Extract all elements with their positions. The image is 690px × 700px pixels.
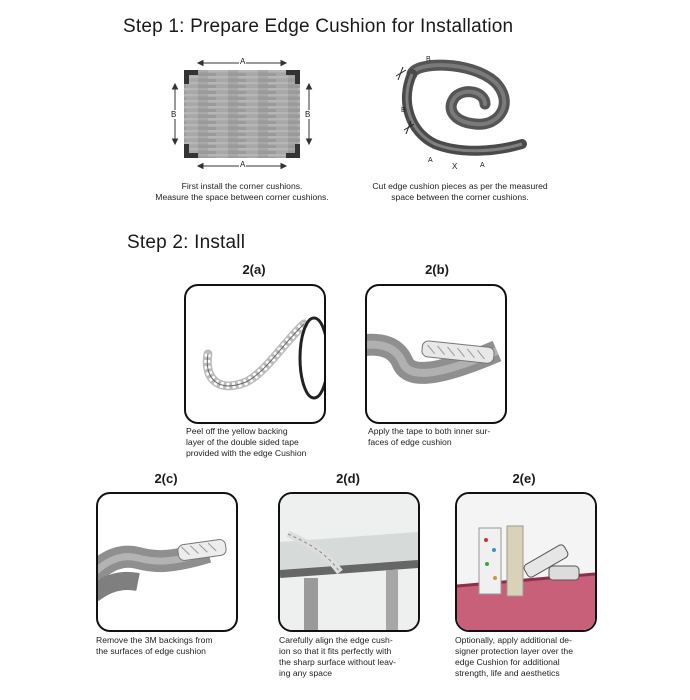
step-2e-caption-line: strength, life and aesthetics: [455, 668, 560, 678]
step-label-2b: 2(b): [425, 262, 449, 277]
dim-label-top: A: [239, 57, 247, 66]
step-2d-image: [278, 492, 420, 632]
step-2d-caption-line: ion so that it fits perfectly with: [279, 646, 392, 656]
step-2c-caption: Remove the 3M backings from the surfaces…: [96, 635, 236, 657]
figA-caption-line: First install the corner cushions.: [181, 181, 303, 191]
step-2b-caption: Apply the tape to both inner sur- faces …: [368, 426, 508, 448]
step-2b-caption-line: Apply the tape to both inner sur-: [368, 426, 491, 436]
step-2a-caption-line: layer of the double sided tape: [186, 437, 299, 447]
step-2b-caption-line: faces of edge cushion: [368, 437, 452, 447]
figB-caption-line: Cut edge cushion pieces as per the measu…: [372, 181, 548, 191]
step-2c-caption-line: Remove the 3M backings from: [96, 635, 213, 645]
step-label-2c: 2(c): [154, 471, 178, 486]
step-2e-image: [455, 492, 597, 632]
step-label-2d: 2(d): [336, 471, 360, 486]
step-2d-caption-line: ing any space: [279, 668, 333, 678]
step-2a-caption: Peel off the yellow backing layer of the…: [186, 426, 326, 459]
step-label-2a: 2(a): [242, 262, 266, 277]
step-2e-caption-line: signer protection layer over the: [455, 646, 573, 656]
step-2a-caption-line: provided with the edge Cushion: [186, 448, 307, 458]
cut-label-b2: B: [401, 107, 406, 114]
figB-caption: Cut edge cushion pieces as per the measu…: [360, 181, 560, 203]
figA-caption-line: Measure the space between corner cushion…: [155, 192, 329, 202]
cut-label-a2: A: [480, 162, 485, 169]
step2-title: Step 2: Install: [127, 232, 246, 253]
step-2d-caption: Carefully align the edge cush- ion so th…: [279, 635, 419, 679]
coiled-cushion-figure: B B A A X: [390, 52, 530, 174]
dim-label-bottom: A: [239, 160, 247, 169]
step-2e-caption-line: Optionally, apply additional de-: [455, 635, 572, 645]
step-2a-image: [184, 284, 326, 424]
step-2e-caption-line: edge Cushion for additional: [455, 657, 560, 667]
step-2a-caption-line: Peel off the yellow backing: [186, 426, 288, 436]
step-2d-caption-line: Carefully align the edge cush-: [279, 635, 393, 645]
cut-label-x: X: [452, 162, 458, 171]
dim-label-right: B: [305, 110, 311, 119]
cut-label-a1: A: [428, 157, 433, 164]
step-2c-image: [96, 492, 238, 632]
cut-label-b1: B: [426, 56, 431, 63]
step-2d-caption-line: the sharp surface without leav-: [279, 657, 397, 667]
table-measure-figure: A A B B: [168, 55, 318, 175]
step-2c-caption-line: the surfaces of edge cushion: [96, 646, 206, 656]
figA-caption: First install the corner cushions. Measu…: [130, 181, 354, 203]
step1-title: Step 1: Prepare Edge Cushion for Install…: [123, 16, 514, 37]
dim-label-left: B: [171, 110, 177, 119]
step-2b-image: [365, 284, 507, 424]
figB-caption-line: space between the corner cushions.: [391, 192, 529, 202]
step-label-2e: 2(e): [512, 471, 536, 486]
step-2e-caption: Optionally, apply additional de- signer …: [455, 635, 597, 679]
